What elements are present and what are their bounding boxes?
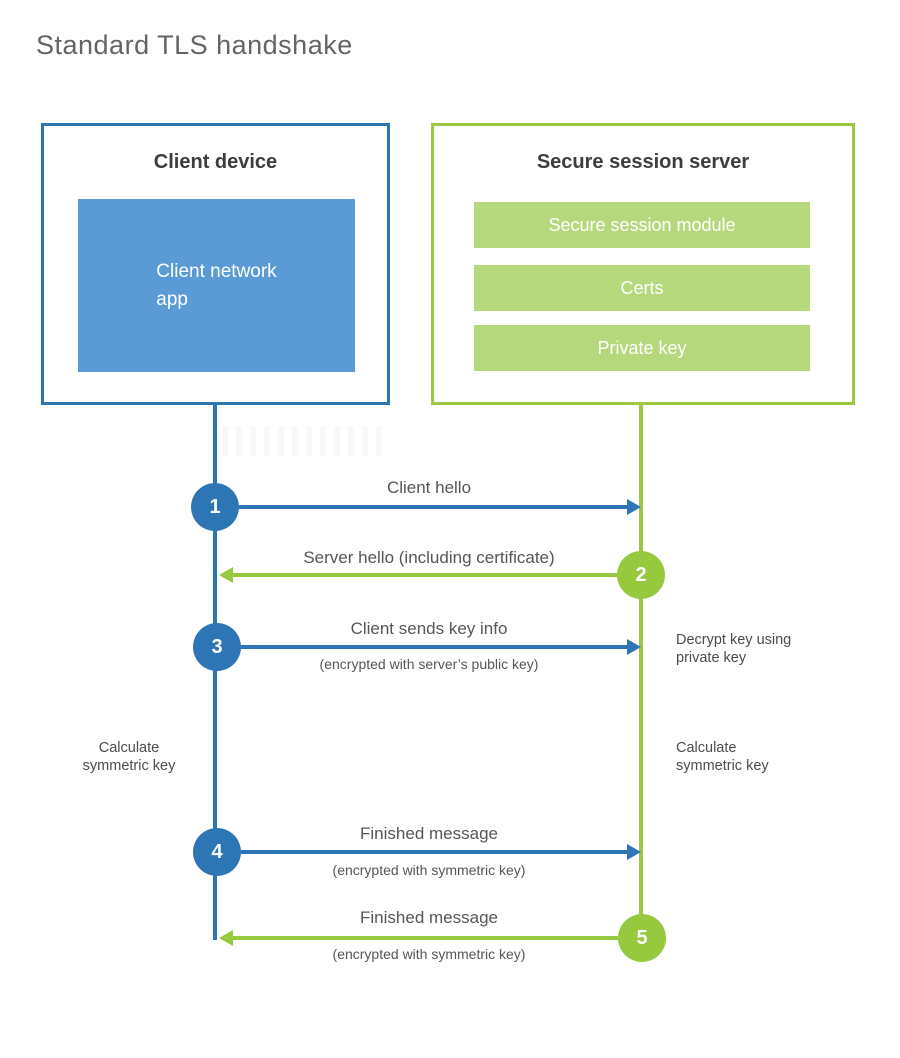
server-module-certs: Certs: [474, 265, 810, 311]
label-client-hello: Client hello: [386, 478, 472, 497]
server-lifeline: [639, 405, 643, 940]
arrow-shaft: [239, 505, 627, 509]
sublabel-client-key-info: (encrypted with server’s public key): [319, 656, 539, 672]
arrow-shaft: [233, 936, 618, 940]
arrowhead-right-icon: [627, 844, 641, 860]
arrowhead-left-icon: [219, 930, 233, 946]
step-2-badge: 2: [617, 551, 665, 599]
server-module-secure-session: Secure session module: [474, 202, 810, 248]
client-network-app-block: Client network app: [78, 199, 355, 372]
arrowhead-right-icon: [627, 499, 641, 515]
step-1-badge: 1: [191, 483, 239, 531]
arrow-client-key-info: [241, 639, 641, 655]
note-decrypt-key: Decrypt key using private key: [676, 632, 792, 667]
client-device-heading: Client device: [153, 151, 278, 173]
step-5-badge: 5: [618, 914, 666, 962]
sublabel-finished-client: (encrypted with symmetric key): [332, 862, 526, 878]
label-finished-client: Finished message: [360, 824, 498, 843]
secure-session-server-heading: Secure session server: [536, 151, 750, 173]
faint-artifact: [222, 426, 390, 456]
arrow-shaft: [241, 850, 627, 854]
arrow-client-hello: [239, 499, 641, 515]
step-3-badge: 3: [193, 623, 241, 671]
label-finished-server: Finished message: [360, 908, 498, 927]
arrow-finished-client: [241, 844, 641, 860]
page-title: Standard TLS handshake: [36, 30, 353, 60]
label-server-hello: Server hello (including certificate): [303, 548, 555, 567]
server-module-private-key: Private key: [474, 325, 810, 371]
arrowhead-right-icon: [627, 639, 641, 655]
arrow-shaft: [241, 645, 627, 649]
label-client-key-info: Client sends key info: [350, 619, 508, 638]
arrow-shaft: [233, 573, 617, 577]
arrowhead-left-icon: [219, 567, 233, 583]
arrow-server-hello: [219, 567, 617, 583]
note-calculate-symmetric-key-server: Calculate symmetric key: [676, 740, 769, 775]
note-calculate-symmetric-key-client: Calculate symmetric key: [82, 740, 176, 775]
step-4-badge: 4: [193, 828, 241, 876]
sublabel-finished-server: (encrypted with symmetric key): [332, 946, 526, 962]
arrow-finished-server: [219, 930, 618, 946]
client-lifeline: [213, 405, 217, 940]
